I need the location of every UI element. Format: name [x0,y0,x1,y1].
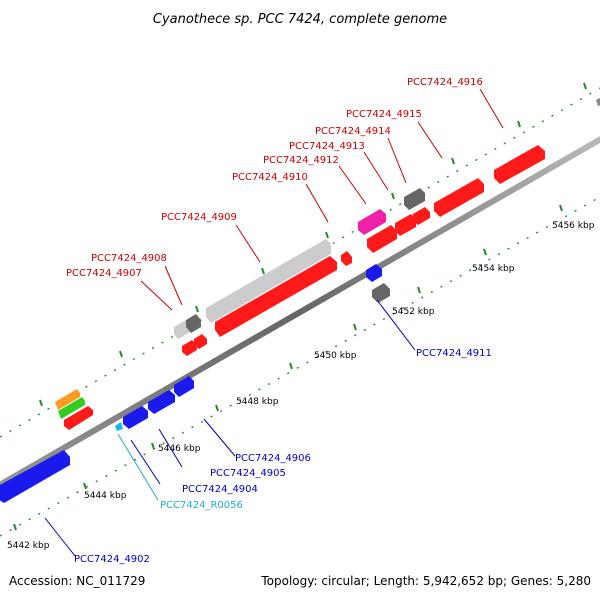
tick-label-5452: 5452 kbp [392,307,435,317]
label-4904: PCC7424_4904 [182,484,258,495]
gene-4909[interactable] [206,239,331,323]
gene-red-small-b[interactable] [194,334,207,349]
accession-text: Accession: NC_011729 [9,574,145,588]
gene-4911[interactable] [366,264,382,282]
gene-red-small-e[interactable] [413,207,430,225]
gene-4902[interactable] [0,450,70,503]
upper-major-ticks [39,82,587,407]
label-4914: PCC7424_4914 [315,126,391,137]
gene-4910[interactable] [215,256,337,337]
label-4909: PCC7424_4909 [161,212,237,223]
gene-4914[interactable] [404,188,425,210]
gene-green[interactable] [58,397,85,419]
gene-red-small-c[interactable] [341,251,352,266]
r0056-leader [117,433,159,501]
genome-summary-text: Topology: circular; Length: 5,942,652 bp… [260,574,591,588]
tick-label-5448: 5448 kbp [236,397,279,407]
label-4907: PCC7424_4907 [66,268,142,279]
tick-label-5442: 5442 kbp [7,541,50,551]
gene-4912[interactable] [358,209,386,235]
bottom-label-leaders [44,299,416,557]
label-4910: PCC7424_4910 [232,172,308,183]
lower-major-ticks [13,204,563,531]
gene-gray-below[interactable] [372,283,390,303]
tick-label-5446: 5446 kbp [158,444,201,454]
lower-tick-track [0,196,600,537]
label-4906: PCC7424_4906 [235,453,311,464]
gene-orange[interactable] [55,389,80,410]
label-4916: PCC7424_4916 [407,77,483,88]
gene-R0056[interactable] [115,422,123,431]
label-4912: PCC7424_4912 [263,155,339,166]
gene-red-small-a[interactable] [182,340,197,356]
tick-label-5454: 5454 kbp [472,264,515,274]
tick-label-5456: 5456 kbp [552,221,595,231]
label-4911: PCC7424_4911 [416,348,492,359]
page-title: Cyanothece sp. PCC 7424, complete genome [153,12,447,27]
tick-label-5450: 5450 kbp [314,351,357,361]
label-4913: PCC7424_4913 [289,141,365,152]
tick-label-5444: 5444 kbp [84,491,127,501]
label-R0056: PCC7424_R0056 [160,500,243,511]
label-4915: PCC7424_4915 [346,109,422,120]
gene-4908[interactable] [186,314,201,333]
top-label-leaders [140,88,504,311]
gene-gray-edge[interactable] [596,96,600,106]
gene-4916[interactable] [494,145,545,184]
label-4908: PCC7424_4908 [91,253,167,264]
label-4905: PCC7424_4905 [210,468,286,479]
label-4902: PCC7424_4902 [74,554,150,565]
gene-4905[interactable] [148,390,175,414]
gene-4915[interactable] [434,178,484,217]
genome-axis [0,136,600,489]
gene-red-left[interactable] [64,406,93,430]
gene-4906[interactable] [174,376,194,397]
gene-4913[interactable] [367,225,397,253]
gene-red-small-d[interactable] [395,214,416,236]
gene-4904[interactable] [123,406,148,429]
